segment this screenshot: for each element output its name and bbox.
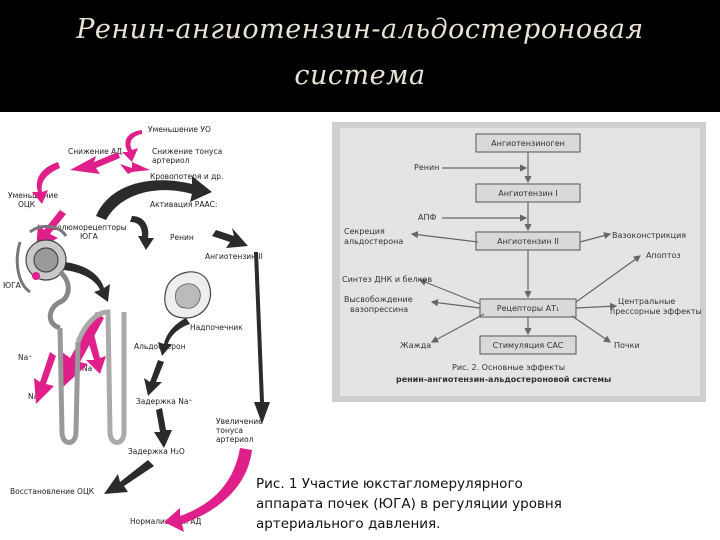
box-sas <box>479 335 577 355</box>
magenta-arrow-na-1 <box>62 312 104 388</box>
dark-arrow-yuga <box>64 262 110 302</box>
label-decrease-uo: Уменьшение УО <box>148 125 211 134</box>
scan-labels: Ангиотензиноген Ренин Ангиотензин I АПФ … <box>342 139 702 384</box>
arrow-vasocon <box>579 232 612 243</box>
arrow-aldo <box>410 231 479 243</box>
nephron-sketch <box>15 225 127 445</box>
caption-line-1: Рис. 1 Участие юкстагломерулярного <box>256 476 523 492</box>
magenta-arrow-normal-ad <box>164 448 252 532</box>
magenta-arrow-blood <box>120 162 150 174</box>
magenta-arrow-na-3 <box>34 352 56 404</box>
magenta-arrow-uo <box>122 130 142 162</box>
label-vasoconstriction: Вазоконстрикция <box>612 231 686 240</box>
scan-arrows <box>410 152 641 343</box>
label-na-2: Na⁺ <box>82 364 96 373</box>
label-decrease-ad: Снижение АД <box>68 147 122 156</box>
left-dark-arrows <box>64 176 270 494</box>
figure-canvas: Уменьшение УО Снижение АД Снижение тонус… <box>3 122 706 532</box>
dark-arrow-na-retention <box>154 408 172 448</box>
label-dna-synthesis: Синтез ДНК и белков <box>342 275 432 284</box>
label-decrease-tone: Снижение тонуса <box>152 147 222 156</box>
adrenal-sketch <box>164 271 212 319</box>
dark-arrow-h2o <box>104 460 154 494</box>
label-thirst: Жажда <box>400 341 431 350</box>
label-fig2-caption-2: ренин-ангиотензин-альдостероновой систем… <box>396 375 611 384</box>
label-renin: Ренин <box>170 233 194 242</box>
label-central-2: прессорные эффекты <box>610 307 702 316</box>
dark-arrow-renin <box>130 216 154 250</box>
label-vaso-2: вазопрессина <box>350 305 408 314</box>
dark-arrow-adrenal <box>158 318 190 356</box>
label-apf: АПФ <box>418 213 436 222</box>
magenta-arrow-ad <box>70 152 120 174</box>
glomerulus <box>33 247 59 273</box>
dark-arrow-tone <box>254 252 270 424</box>
label-angiotensin-2: Ангиотензин II <box>205 252 263 261</box>
label-na-retention: Задержка Na⁺ <box>136 397 192 406</box>
arrow-central <box>575 302 618 310</box>
caption-line-2: аппарата почек (ЮГА) в регуляции уровня <box>256 496 562 512</box>
label-fig2-caption-1: Рис. 2. Основные эффекты <box>452 363 565 372</box>
label-central-1: Центральные <box>618 297 675 306</box>
slide-title-line2: система <box>294 60 426 91</box>
label-baroreceptors-2: ЮГА <box>80 232 99 241</box>
arrow-vasopressin <box>430 299 481 309</box>
collecting-duct <box>75 309 127 445</box>
label-decrease-otsk-2: ОЦК <box>18 200 36 209</box>
label-na-3: Na⁺ <box>28 392 42 401</box>
figure-caption: Рис. 1 Участие юкстагломерулярного аппар… <box>256 474 616 534</box>
label-restore-otsk: Восстановление ОЦК <box>10 487 95 496</box>
efferent-arteriole <box>29 225 68 237</box>
label-activation-raas: Активация РААС: <box>150 200 217 209</box>
arrow-kidneys <box>571 315 611 343</box>
label-aldo-1: Секреция <box>344 227 385 236</box>
right-diagram: Ангиотензиноген Ренин Ангиотензин I АПФ … <box>332 122 706 402</box>
label-sas: Стимуляция САС <box>493 341 564 350</box>
dark-arrow-activation <box>96 176 212 220</box>
label-angiotensin-1: Ангиотензин I <box>498 189 557 198</box>
loop-of-henle <box>57 327 81 445</box>
afferent-arteriole <box>15 241 31 294</box>
label-vaso-1: Высвобождение <box>344 295 413 304</box>
label-scan-renin: Ренин <box>414 163 439 172</box>
label-na-1: Na⁺ <box>18 353 32 362</box>
label-blood-loss: Кровопотеря и др. <box>150 172 223 181</box>
arrow-thirst <box>430 313 485 343</box>
proximal-tubule <box>47 270 71 331</box>
arrow-apoptosis <box>575 255 641 303</box>
label-increase-tone-2: тонуса <box>216 426 243 435</box>
slide-title-line1: Ренин-ангиотензин-альдостероновая <box>76 14 644 45</box>
adrenal-medulla <box>175 283 201 309</box>
label-arterioles: артериол <box>152 156 190 165</box>
caption-line-3: артериального давления. <box>256 516 441 532</box>
dark-arrow-angiotensin <box>212 228 248 248</box>
label-h2o-retention: Задержка H₂O <box>128 447 185 456</box>
dark-arrow-aldosterone <box>144 360 164 396</box>
label-baroreceptors-1: Волюморецепторы <box>52 223 127 232</box>
label-adrenal: Надпочечник <box>190 323 243 332</box>
label-increase-tone-3: артериол <box>216 435 254 444</box>
label-aldo-2: альдостерона <box>344 237 403 246</box>
label-kidneys: Почки <box>614 341 640 350</box>
jga-cells <box>32 272 40 280</box>
label-scan-angiotensin-2: Ангиотензин II <box>497 237 559 246</box>
label-receptors: Рецепторы АТ₁ <box>497 304 559 313</box>
label-angiotensinogen: Ангиотензиноген <box>491 139 565 148</box>
label-decrease-otsk-1: Уменьшение <box>8 191 58 200</box>
title-bar: Ренин-ангиотензин-альдостероновая систем… <box>0 0 720 112</box>
arrow-dna <box>418 278 481 305</box>
magenta-arrow-na-2 <box>84 326 106 374</box>
magenta-arrow-otsk <box>32 162 60 204</box>
label-increase-tone-1: Увеличение <box>216 417 263 426</box>
label-yuga: ЮГА <box>3 281 22 290</box>
label-apoptosis: Апоптоз <box>646 251 681 260</box>
